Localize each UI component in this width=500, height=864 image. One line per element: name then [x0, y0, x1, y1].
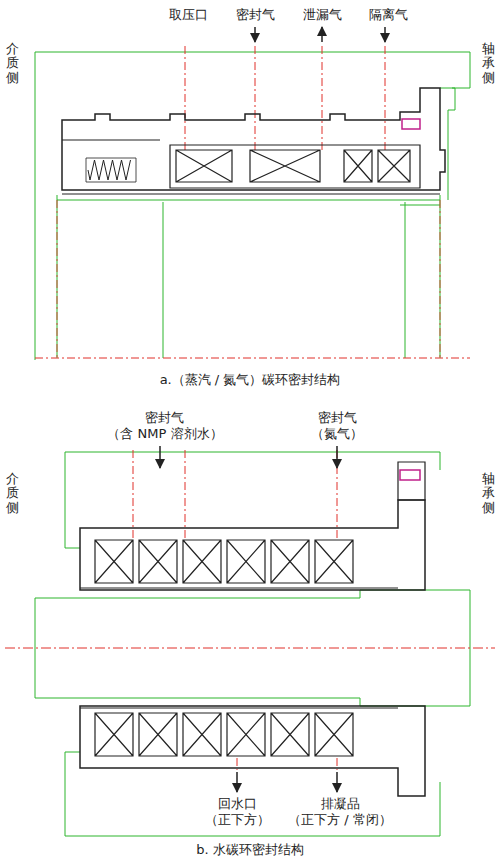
drawing-stroke — [402, 119, 420, 129]
drawing-stroke — [133, 450, 337, 538]
port-label: 隔离气 — [369, 7, 408, 23]
drawing-stroke — [35, 52, 470, 88]
port-label: 密封气 （含 NMP 溶剂水） — [107, 410, 222, 442]
port-label: 泄漏气 — [303, 7, 342, 23]
drawing-stroke — [315, 713, 353, 756]
drawing-stroke — [35, 358, 470, 359]
drawing-stroke — [227, 540, 265, 583]
drawing-stroke — [86, 158, 136, 182]
drawing-stroke — [5, 648, 495, 649]
drawing-stroke — [62, 193, 440, 194]
drawing-stroke — [57, 195, 440, 358]
drawing-stroke — [227, 713, 265, 756]
flow-arrow — [159, 446, 161, 468]
drawing-stroke — [62, 88, 445, 190]
flow-arrow — [384, 27, 386, 42]
drawing-stroke — [139, 713, 177, 756]
drawing-stroke — [65, 452, 80, 548]
drawing-stroke — [80, 708, 398, 709]
port-label: 排凝品 （正下方 / 常闭） — [288, 796, 392, 828]
drawing-stroke — [183, 713, 221, 756]
drawing-stroke — [440, 88, 455, 200]
drawing-stroke — [378, 150, 410, 182]
drawing-stroke — [185, 46, 385, 150]
drawing-stroke — [80, 500, 425, 590]
drawing-stroke — [65, 752, 440, 836]
flow-arrow — [336, 446, 338, 468]
port-label: 回水口 （正下方） — [205, 796, 270, 828]
drawing-stroke — [80, 706, 425, 796]
side-label: 轴承侧 — [482, 472, 495, 515]
drawing-stroke — [95, 713, 133, 756]
flow-arrow — [336, 772, 338, 792]
flow-arrow — [321, 27, 323, 42]
drawing-stroke — [95, 540, 133, 583]
drawing-stroke — [398, 462, 425, 500]
drawing-stroke — [344, 150, 372, 182]
drawing-stroke — [271, 540, 309, 583]
drawing-stroke — [65, 452, 440, 470]
port-label: 密封气 — [236, 7, 275, 23]
drawing-stroke — [271, 713, 309, 756]
drawing-stroke — [88, 160, 131, 180]
drawing-stroke — [400, 470, 420, 480]
drawing-stroke — [183, 540, 221, 583]
drawing-stroke — [57, 200, 440, 358]
drawing-stroke — [250, 150, 320, 182]
flow-arrow — [254, 27, 256, 42]
drawing-stroke — [57, 200, 440, 205]
side-label: 轴承侧 — [482, 42, 495, 85]
figure-caption: a.（蒸汽 / 氮气）碳环密封结构 — [160, 372, 341, 388]
side-label: 介质侧 — [6, 472, 19, 515]
side-label: 介质侧 — [6, 42, 19, 85]
drawing-stroke — [139, 540, 177, 583]
drawing-stroke — [176, 150, 232, 182]
port-label: 取压口 — [169, 7, 208, 23]
drawing-stroke — [62, 140, 420, 188]
drawing-stroke — [35, 52, 36, 360]
drawing-stroke — [315, 540, 353, 583]
port-label: 密封气 （氮气） — [311, 410, 363, 442]
flow-arrow — [236, 772, 238, 792]
drawing-stroke — [80, 588, 398, 589]
figure-caption: b. 水碳环密封结构 — [196, 842, 304, 858]
